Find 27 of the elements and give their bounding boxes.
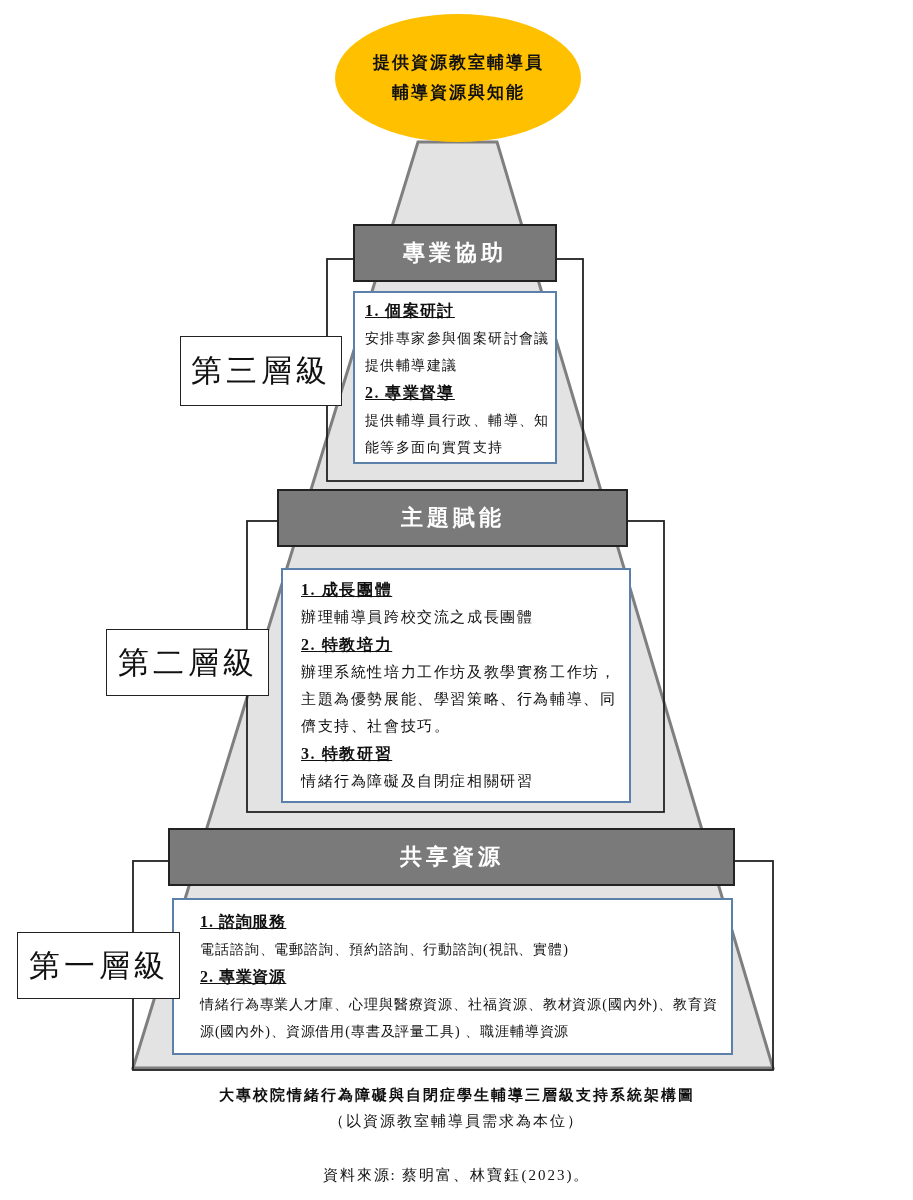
item-heading: 1. 個案研討: [365, 301, 455, 321]
tier-header-bar: 主題賦能: [277, 489, 628, 547]
item-heading: 1. 諮詢服務: [200, 912, 287, 932]
tier-header-bar: 共享資源: [168, 828, 735, 886]
item-description: 辦理輔導員跨校交流之成長團體: [301, 608, 535, 627]
item-description: 情緒行為專業人才庫、心理與醫療資源、社福資源、教材資源(國內外)、教育資源(國內外)、資源借用(專書及評量工具) 、職涯輔導資源: [200, 996, 719, 1041]
level-label-box: 第一層級: [17, 932, 180, 999]
item-description: 電話諮詢、電郵諮詢、預約諮詢、行動諮詢(視訊、實體): [200, 941, 570, 959]
tier-header-bar: 專業協助: [353, 224, 557, 282]
source-note: 資料來源: 蔡明富、林寶鈺(2023)。: [321, 1166, 592, 1185]
item-description: 情緒行為障礙及自閉症相關研習: [301, 772, 535, 791]
caption: 大專校院情緒行為障礙與自閉症學生輔導三層級支持系統架構圖: [217, 1086, 696, 1105]
item-description: 辦理系統性培力工作坊及教學實務工作坊，主題為優勢展能、學習策略、行為輔導、同儕支持、社會技巧。: [301, 663, 618, 736]
item-heading: 2. 特教培力: [301, 635, 393, 655]
item-heading: 3. 特教研習: [301, 744, 393, 764]
goal-ellipse: 提供資源教室輔導員輔導資源與知能: [335, 14, 581, 142]
item-heading: 1. 成長團體: [301, 580, 393, 600]
item-description: 提供輔導員行政、輔導、知能等多面向實質支持: [365, 412, 551, 457]
item-heading: 2. 專業資源: [200, 967, 287, 987]
content-box: [281, 568, 631, 803]
subtitle-note: （以資源教室輔導員需求為本位）: [328, 1112, 585, 1131]
item-heading: 2. 專業督導: [365, 383, 455, 403]
level-label-box: 第二層級: [106, 629, 269, 696]
content-box: [353, 291, 557, 464]
content-box: [172, 898, 733, 1055]
level-label-box: 第三層級: [180, 336, 342, 406]
item-description: 安排專家參與個案研討會議提供輔導建議: [365, 330, 551, 375]
